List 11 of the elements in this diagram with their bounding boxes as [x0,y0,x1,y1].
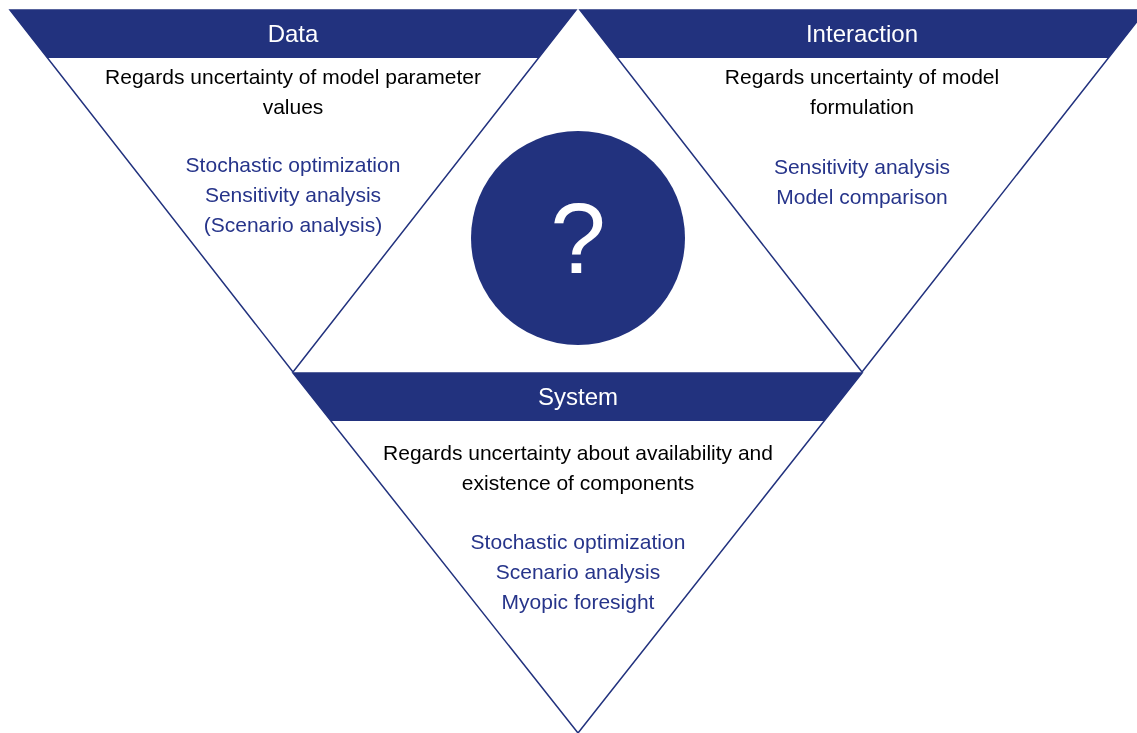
method-list: Stochastic optimization Scenario analysis Myopic foresight [468,527,688,617]
inverted-triangle-panel [293,373,862,733]
panel-description: Regards uncertainty about availability and existence of components [382,440,774,496]
panel-heading: Interaction [804,19,920,49]
method-list: Sensitivity analysis Model comparison [752,152,972,212]
question-circle: ? [471,131,685,345]
panel-description: Regards uncertainty of model parameter values [104,64,482,120]
panel-heading: System [537,382,619,412]
panel-heading: Data [266,19,320,49]
method-list: Stochastic optimization Sensitivity analysis (Scenario analysis) [173,150,413,240]
panel-description: Regards uncertainty of model formulation [723,64,1001,120]
